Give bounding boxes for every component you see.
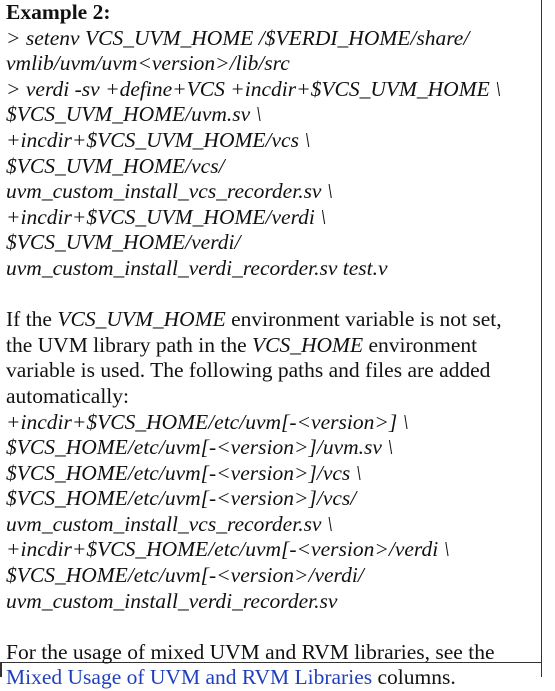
path-line: $VCS_HOME/etc/uvm[-<version>]/vcs \ <box>6 460 362 485</box>
command-line: $VCS_UVM_HOME/verdi/ <box>6 230 241 255</box>
command-line: uvm_custom_install_vcs_recorder.sv \ <box>6 179 333 204</box>
path-line: $VCS_HOME/etc/uvm[-<version>/verdi/ <box>6 563 364 588</box>
env-var-name: VCS_HOME <box>252 332 364 357</box>
note-line: the UVM library path in the VCS_HOME env… <box>6 333 540 359</box>
footer-text: columns. <box>372 665 456 690</box>
command-line: $VCS_UVM_HOME/vcs/ <box>6 153 225 178</box>
path-line: +incdir+$VCS_HOME/etc/uvm[-<version>] \ <box>6 409 409 434</box>
table-border-bottom <box>0 662 542 663</box>
path-line: +incdir+$VCS_HOME/etc/uvm[-<version>/ver… <box>6 537 450 562</box>
note-text: environment variable is not set, <box>225 307 502 332</box>
command-line: +incdir+$VCS_UVM_HOME/verdi \ <box>6 204 327 229</box>
path-line: $VCS_HOME/etc/uvm[-<version>]/vcs/ <box>6 486 357 511</box>
note-text: the UVM library path in the <box>6 332 253 357</box>
path-line: $VCS_HOME/etc/uvm[-<version>]/uvm.sv \ <box>6 435 394 460</box>
table-border-left-tail <box>0 662 2 677</box>
note-line: automatically: <box>6 383 129 408</box>
example-cell: Example 2: > setenv VCS_UVM_HOME /$VERDI… <box>6 0 540 691</box>
paragraph-gap <box>6 614 540 640</box>
path-line: uvm_custom_install_verdi_recorder.sv <box>6 588 338 613</box>
command-line: $VCS_UVM_HOME/uvm.sv \ <box>6 102 262 127</box>
mixed-usage-link[interactable]: Mixed Usage of UVM and RVM Libraries <box>6 665 373 690</box>
command-line: > setenv VCS_UVM_HOME /$VERDI_HOME/share… <box>6 25 470 50</box>
document-page: Example 2: > setenv VCS_UVM_HOME /$VERDI… <box>0 0 542 689</box>
command-line: > verdi -sv +define+VCS +incdir+$VCS_UVM… <box>6 76 502 101</box>
paragraph-gap <box>6 282 540 308</box>
note-line: If the VCS_UVM_HOME environment variable… <box>6 307 540 333</box>
command-line: uvm_custom_install_verdi_recorder.sv tes… <box>6 255 388 280</box>
path-line: uvm_custom_install_vcs_recorder.sv \ <box>6 511 333 536</box>
footer-line: For the usage of mixed UVM and RVM libra… <box>6 639 495 664</box>
command-line: +incdir+$VCS_UVM_HOME/vcs \ <box>6 127 311 152</box>
note-line: variable is used. The following paths an… <box>6 358 491 383</box>
note-text: If the <box>6 307 58 332</box>
footer-line: Mixed Usage of UVM and RVM Libraries col… <box>6 665 540 691</box>
note-text: environment <box>363 332 478 357</box>
command-line: vmlib/uvm/uvm<version>/lib/src <box>6 51 290 76</box>
example-title: Example 2: <box>6 0 111 24</box>
env-var-name: VCS_UVM_HOME <box>57 307 226 332</box>
table-border-right <box>541 0 542 677</box>
